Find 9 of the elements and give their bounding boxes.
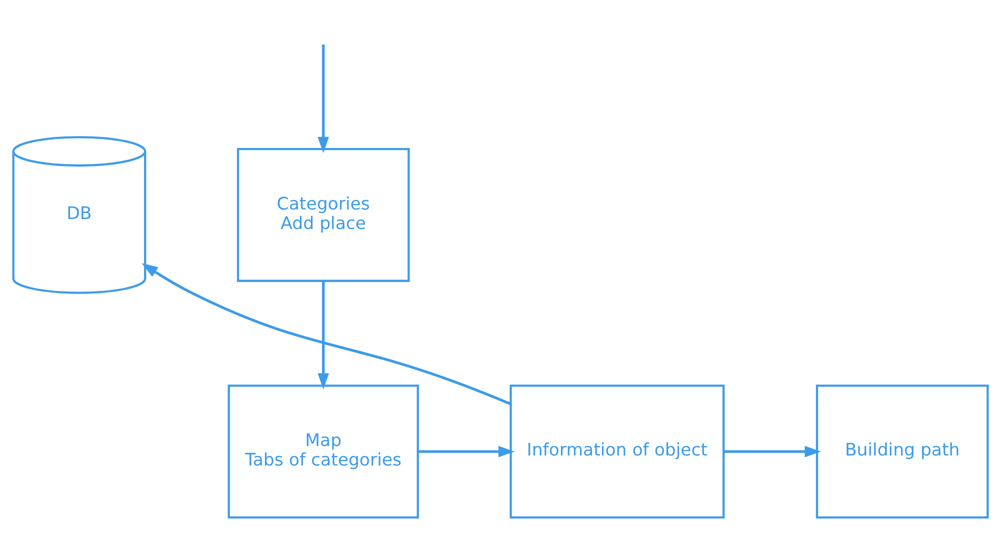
- arrow: [317, 280, 329, 389]
- node-box: Categories Add place: [236, 148, 410, 282]
- arrow: [317, 44, 329, 153]
- node-box: Building path: [815, 384, 988, 518]
- arrow: [723, 445, 820, 457]
- node-box: Map Tabs of categories: [227, 384, 418, 518]
- arrow: [141, 262, 511, 405]
- arrow: [418, 445, 514, 457]
- node-box: Information of object: [509, 384, 724, 518]
